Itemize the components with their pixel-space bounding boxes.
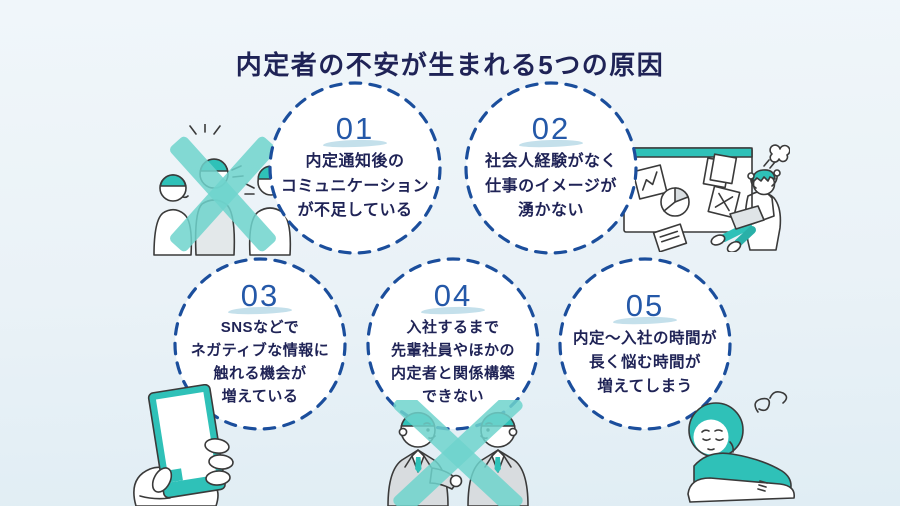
cause-text-line: 入社するまで [406,319,500,337]
cause-text-line: SNSなどで [220,319,300,337]
cause-number-4: 04 [420,277,486,316]
cause-text-line: ネガティブな情報に [190,341,330,359]
cause-circle-5: 05 内定〜入社の時間が 長く悩む時間が 増えてしまう [558,257,732,431]
cause-text-3: SNSなどで ネガティブな情報に 触れる機会が 増えている [191,317,330,408]
cause-content-5: 05 内定〜入社の時間が 長く悩む時間が 増えてしまう [558,257,732,431]
cause-text-line: 増えてしまう [597,377,693,395]
cause-text-line: 仕事のイメージが [485,177,617,195]
cause-content-3: 03 SNSなどで ネガティブな情報に 触れる機会が 増えている [173,257,347,431]
people-talking-crossed-illustration [153,124,292,256]
cause-number-text: 02 [531,110,571,146]
cause-text-line: できない [421,387,484,405]
cause-number-text: 01 [335,110,375,146]
cause-circle-4: 04 入社するまで 先輩社員やほかの 内定者と関係構築 できない [366,257,540,431]
cause-text-line: が不足している [297,201,413,219]
cause-text-line: 内定通知後の [305,153,405,171]
dashed-ring [366,257,540,431]
cause-text-1: 内定通知後の コミュニケーション が不足している [281,150,429,223]
worried-person-illustration [687,391,796,503]
cause-number-5: 05 [612,287,678,326]
cause-number-text: 03 [240,277,280,313]
dashed-ring [558,257,732,431]
cause-number-2: 02 [518,110,584,149]
cause-circle-2: 02 社会人経験がなく 仕事のイメージが 湧かない [464,81,638,255]
cross-x-icon [393,400,523,506]
cause-text-line: 湧かない [517,201,584,219]
cause-text-5: 内定〜入社の時間が 長く悩む時間が 増えてしまう [573,327,717,398]
cause-circle-1: 01 内定通知後の コミュニケーション が不足している [268,81,442,255]
dashed-ring [268,81,442,255]
cause-text-line: 内定者と関係構築 [390,364,515,382]
cause-text-line: 増えている [221,387,299,405]
cause-number-1: 01 [322,110,388,149]
dashed-ring [464,81,638,255]
cause-text-line: 先輩社員やほかの [390,341,515,359]
cause-number-text: 04 [433,277,473,313]
cause-text-line: コミュニケーション [280,177,430,195]
cause-text-line: 長く悩む時間が [588,354,701,371]
cause-text-4: 入社するまで 先輩社員やほかの 内定者と関係構築 できない [391,317,515,408]
hand-holding-phone-illustration [133,384,234,506]
cause-number-3: 03 [227,277,293,316]
cause-content-2: 02 社会人経験がなく 仕事のイメージが 湧かない [464,81,638,255]
cross-x-icon [170,136,276,252]
cause-content-4: 04 入社するまで 先輩社員やほかの 内定者と関係構築 できない [366,257,540,431]
businessmen-crossed-illustration [387,400,529,506]
cause-text-line: 内定〜入社の時間が [572,330,717,348]
stressed-worker-illustration [623,144,790,252]
cause-text-line: 社会人経験がなく [484,153,617,171]
cause-number-text: 05 [625,287,665,323]
cause-text-2: 社会人経験がなく 仕事のイメージが 湧かない [485,150,617,223]
cause-content-1: 01 内定通知後の コミュニケーション が不足している [268,81,442,255]
cause-circle-3: 03 SNSなどで ネガティブな情報に 触れる機会が 増えている [173,257,347,431]
dashed-ring [173,257,347,431]
sigh-squiggle-icon [754,391,788,413]
page-title: 内定者の不安が生まれる5つの原因 [235,50,665,81]
cause-text-line: 触れる機会が [213,364,307,382]
